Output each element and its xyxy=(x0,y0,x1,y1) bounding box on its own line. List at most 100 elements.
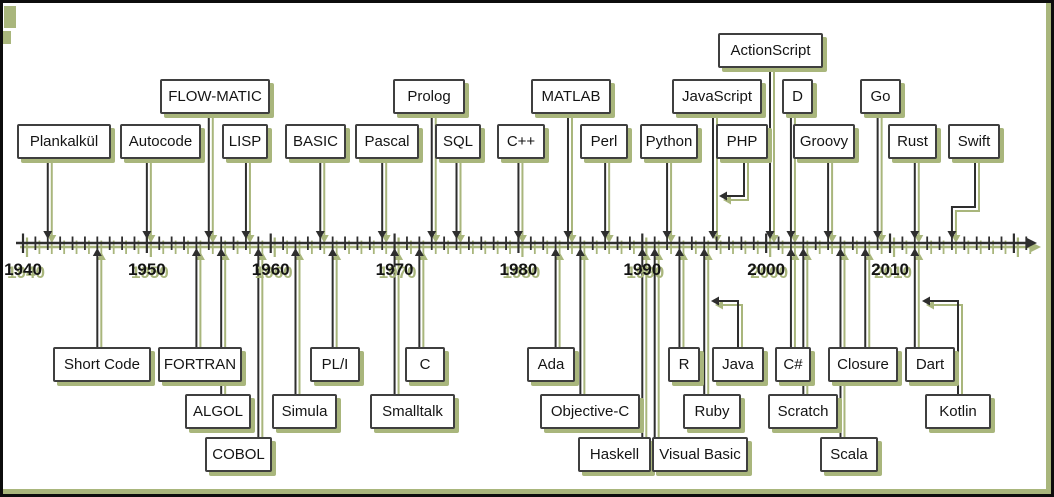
connector-short-code xyxy=(92,248,102,348)
lang-box-php: PHP xyxy=(716,124,768,159)
decade-label-1970: 1970 xyxy=(375,260,414,279)
lang-box-r: R xyxy=(668,347,700,382)
lang-box-ada: Ada xyxy=(527,347,575,382)
connector-smalltalk xyxy=(390,248,400,395)
connector-rust xyxy=(910,158,920,239)
lang-box-matlab: MATLAB xyxy=(531,79,611,114)
lang-box-simula: Simula xyxy=(272,394,337,429)
lang-box-ruby: Ruby xyxy=(683,394,741,429)
lang-box-d: D xyxy=(782,79,813,114)
connector-ruby xyxy=(699,248,709,395)
lang-box-cpp: C++ xyxy=(497,124,545,159)
lang-box-swift: Swift xyxy=(948,124,1000,159)
connector-prolog xyxy=(427,113,437,239)
lang-box-haskell: Haskell xyxy=(578,437,651,472)
decade-label-1980: 1980 xyxy=(499,260,538,279)
lang-box-javascript: JavaScript xyxy=(672,79,762,114)
connector-matlab xyxy=(567,117,577,243)
connector-python xyxy=(666,162,676,243)
connector-simula xyxy=(290,248,300,395)
connector-visual-basic xyxy=(650,248,660,438)
connector-lisp xyxy=(241,158,251,239)
connector-ada xyxy=(551,248,561,348)
connector-plankalkul xyxy=(43,158,53,239)
connector-pascal xyxy=(377,158,387,239)
connector-actionscript xyxy=(765,67,775,239)
lang-box-objective-c: Objective-C xyxy=(540,394,640,429)
connector-rust xyxy=(914,162,924,243)
connector-cobol xyxy=(253,248,263,438)
connector-groovy xyxy=(827,162,837,243)
connector-matlab xyxy=(563,113,573,239)
connector-basic xyxy=(315,158,325,239)
lang-box-lisp: LISP xyxy=(222,124,268,159)
decade-label-1960: 1960 xyxy=(251,260,290,279)
lang-box-scala: Scala xyxy=(820,437,878,472)
lang-box-algol: ALGOL xyxy=(185,394,251,429)
connector-scala xyxy=(835,248,845,438)
lang-box-basic: BASIC xyxy=(285,124,346,159)
corner-artifact-2 xyxy=(3,31,11,44)
connector-flow-matic xyxy=(204,113,214,239)
connector-d xyxy=(786,113,796,239)
lang-box-c: C xyxy=(405,347,445,382)
lang-box-rust: Rust xyxy=(888,124,937,159)
connector-haskell xyxy=(637,248,647,438)
decade-label-2010: 2010 xyxy=(871,260,909,279)
connector-go xyxy=(877,117,887,243)
decade-label-1950: 1950 xyxy=(127,260,166,279)
lang-box-prolog: Prolog xyxy=(393,79,465,114)
lang-box-closure: Closure xyxy=(828,347,898,382)
decade-label-1990: 1990 xyxy=(623,260,662,279)
connector-go xyxy=(873,113,883,239)
lang-box-pascal: Pascal xyxy=(355,124,419,159)
lang-box-dart: Dart xyxy=(905,347,955,382)
connector-objective-c xyxy=(575,248,585,395)
lang-box-smalltalk: Smalltalk xyxy=(370,394,455,429)
lang-box-go: Go xyxy=(860,79,901,114)
connector-kotlin xyxy=(922,296,959,395)
connector-groovy xyxy=(823,158,833,239)
connector-sql xyxy=(456,162,466,243)
lang-box-plankalkul: Plankalkül xyxy=(17,124,111,159)
connector-cpp xyxy=(517,162,527,243)
connector-python xyxy=(662,158,672,239)
connector-r xyxy=(674,248,684,348)
connector-fortran xyxy=(191,248,201,348)
connector-pascal xyxy=(381,162,391,243)
ink-layer xyxy=(16,67,1037,438)
connector-swift xyxy=(951,162,980,243)
lang-box-cobol: COBOL xyxy=(205,437,272,472)
decade-label-2000: 2000 xyxy=(747,260,786,279)
connector-perl xyxy=(604,162,614,243)
lang-box-scratch: Scratch xyxy=(768,394,838,429)
lang-box-pl-i: PL/I xyxy=(310,347,360,382)
corner-artifact-1 xyxy=(4,6,16,28)
connector-basic xyxy=(319,162,329,243)
connector-autocode xyxy=(146,162,156,243)
lang-box-actionscript: ActionScript xyxy=(718,33,823,68)
connector-closure xyxy=(860,248,870,348)
connector-pl-i xyxy=(328,248,338,348)
connector-plankalkul xyxy=(47,162,57,243)
connector-perl xyxy=(600,158,610,239)
connector-autocode xyxy=(142,158,152,239)
lang-box-autocode: Autocode xyxy=(120,124,201,159)
connector-cpp xyxy=(513,158,523,239)
connector-actionscript xyxy=(769,71,779,243)
connector-csharp xyxy=(786,248,796,348)
lang-box-java: Java xyxy=(712,347,764,382)
connector-java xyxy=(711,296,739,348)
lang-box-csharp: C# xyxy=(775,347,811,382)
lang-box-visual-basic: Visual Basic xyxy=(652,437,748,472)
lang-box-fortran: FORTRAN xyxy=(158,347,242,382)
connector-dart xyxy=(910,248,920,348)
connector-lisp xyxy=(245,162,255,243)
connector-php xyxy=(719,158,745,201)
connector-flow-matic xyxy=(208,117,218,243)
connector-c xyxy=(414,248,424,348)
lang-box-kotlin: Kotlin xyxy=(925,394,991,429)
lang-box-groovy: Groovy xyxy=(793,124,855,159)
